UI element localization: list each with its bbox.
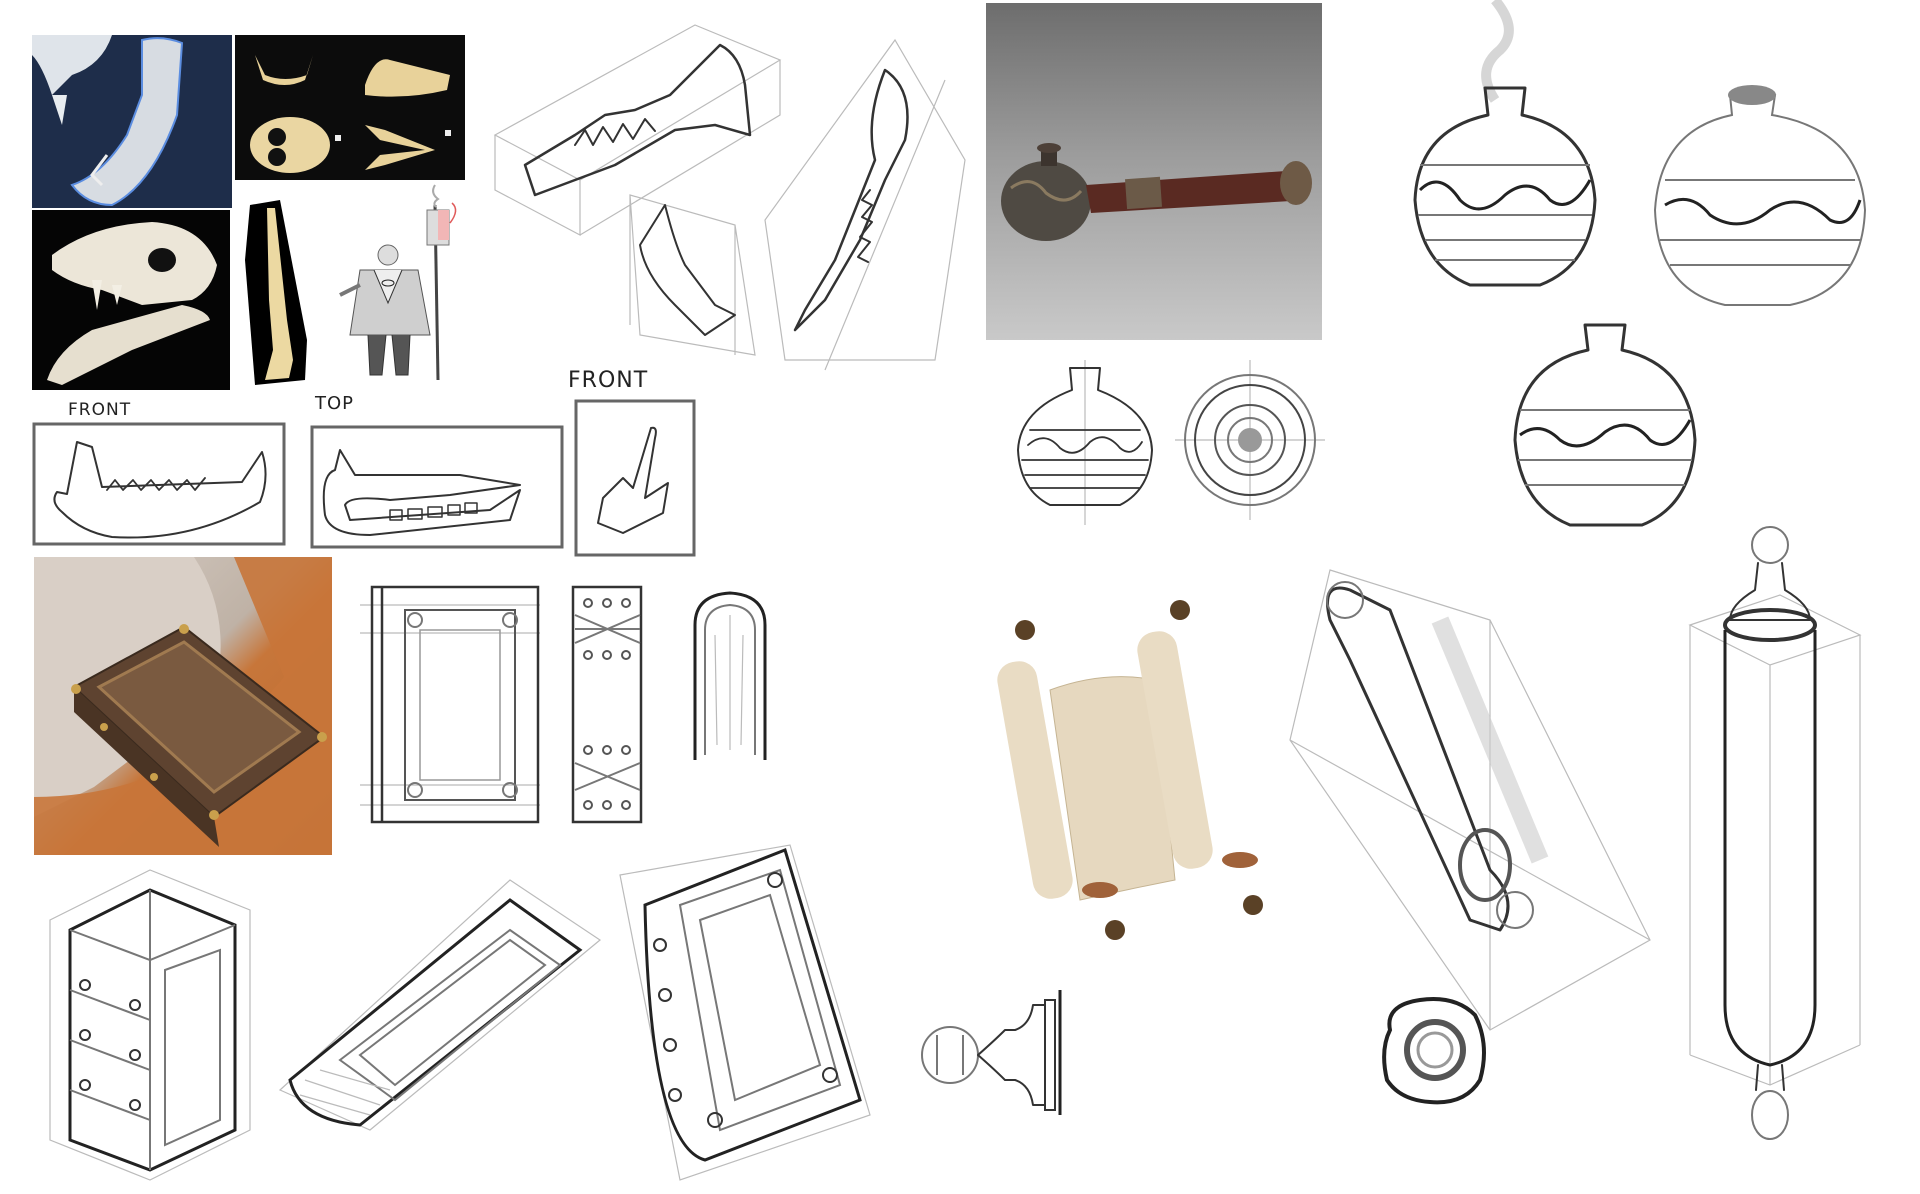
scroll-perspective-sketch [1289,569,1651,1031]
robed-character-illustration [339,184,457,381]
jaw-side-view [574,399,696,557]
pipe-photo [986,3,1322,340]
label-front: FRONT [68,400,132,420]
jaw-bone-photo [245,200,310,388]
book-front-ortho [360,585,540,824]
jaw-front-view [32,422,286,546]
parchment-scroll-illustration [997,600,1263,940]
book-top-ortho [693,591,767,760]
label-side-front: FRONT [568,368,649,393]
vase-top-ortho [1175,360,1325,520]
vase-front-ortho [1017,360,1153,525]
mandible-views-illustration [250,55,451,173]
book-spine-ortho [571,585,643,824]
book-photo [34,557,332,855]
skull-blue-photo [32,35,232,208]
vase-sketch-3 [1513,323,1697,527]
jaw-perspective-sketch-3 [764,38,966,371]
jaw-perspective-sketch-2 [629,194,756,356]
scroll-end-ortho [1382,997,1486,1105]
jaw-perspective-sketch-1 [493,24,782,236]
jaw-top-view [310,425,564,549]
character-sketch [330,184,465,390]
vase-sketch-1 [1413,86,1597,287]
jaw-bone-illustration [245,200,307,385]
canine-skull-illustration [47,222,217,385]
jaw-quad-photo [235,35,465,180]
scroll-side-ortho [921,988,1335,1117]
skull-jaw-illustration [32,35,184,207]
scroll-photo [995,600,1275,945]
skull-black-photo [32,210,230,390]
book-perspective-sketch-1 [49,869,251,1181]
vase-sketches [1413,0,1867,527]
label-top: TOP [315,393,355,414]
vase-sketch-2 [1653,85,1867,306]
book-perspective-sketch-3 [619,844,871,1181]
leather-book-illustration [34,557,332,855]
carved-pipe-illustration [1001,143,1312,241]
scroll-vertical-sketch [1688,526,1862,1140]
book-perspective-sketch-2 [278,879,602,1131]
